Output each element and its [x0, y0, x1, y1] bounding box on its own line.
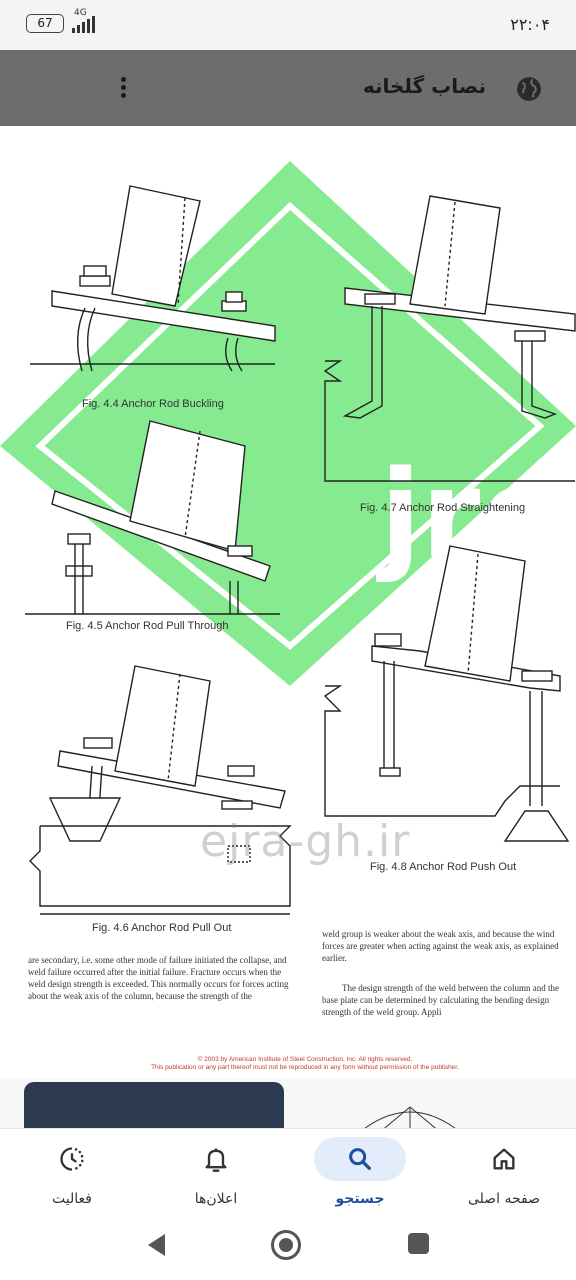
- system-navigation: [0, 1220, 576, 1280]
- status-bar: 67 4G ۲۲:۰۴: [0, 0, 576, 50]
- figure-drawing: jrd: [0, 161, 576, 915]
- paragraph-left: are secondary, i.e. some other mode of f…: [28, 955, 289, 1001]
- page-title: نصاب گلخانه: [362, 74, 486, 98]
- nav-search-label: جستجو: [335, 1191, 385, 1207]
- search-icon: [349, 1148, 371, 1170]
- related-images-strip[interactable]: [0, 1078, 576, 1128]
- nav-notifications[interactable]: اعلان‌ها: [144, 1129, 288, 1221]
- system-home-icon[interactable]: [271, 1230, 301, 1260]
- related-image-sketch[interactable]: [350, 1102, 470, 1128]
- paragraph-right-2: The design strength of the weld between …: [322, 983, 559, 1017]
- home-icon: [493, 1148, 515, 1170]
- status-indicators: 67 4G: [26, 8, 95, 33]
- document-page[interactable]: jrd: [0, 126, 576, 1078]
- nav-activity[interactable]: فعالیت: [0, 1129, 144, 1221]
- nav-search[interactable]: جستجو: [288, 1129, 432, 1221]
- watermark-logo: jrd: [0, 161, 576, 686]
- activity-icon: [60, 1147, 84, 1171]
- caption-fig-4-6: Fig. 4.6 Anchor Rod Pull Out: [92, 922, 232, 934]
- caption-fig-4-4: Fig. 4.4 Anchor Rod Buckling: [82, 398, 224, 410]
- caption-fig-4-8: Fig. 4.8 Anchor Rod Push Out: [370, 861, 517, 873]
- paragraph-right-1: weld group is weaker about the weak axis…: [322, 929, 559, 963]
- copyright-line-1: © 2003 by American Institute of Steel Co…: [197, 1056, 413, 1063]
- watermark-text: ejra-gh.ir: [200, 816, 411, 867]
- copyright-line-2: This publication or any part thereof mus…: [151, 1064, 459, 1071]
- globe-icon[interactable]: [516, 76, 542, 102]
- bottom-navigation: صفحه اصلی جستجو اعلان‌ها: [0, 1128, 576, 1220]
- back-icon[interactable]: [145, 1232, 169, 1258]
- caption-fig-4-5: Fig. 4.5 Anchor Rod Pull Through: [66, 620, 229, 632]
- nav-home-label: صفحه اصلی: [467, 1191, 541, 1207]
- network-type: 4G: [74, 7, 87, 18]
- copyright-notice: © 2003 by American Institute of Steel Co…: [100, 1056, 510, 1072]
- nav-home[interactable]: صفحه اصلی: [432, 1129, 576, 1221]
- battery-indicator: 67: [26, 14, 64, 33]
- recents-icon[interactable]: [408, 1233, 429, 1254]
- related-image-thumbnail[interactable]: [24, 1082, 284, 1128]
- caption-fig-4-7: Fig. 4.7 Anchor Rod Straightening: [360, 502, 526, 514]
- nav-notifications-label: اعلان‌ها: [194, 1191, 238, 1207]
- app-bar: نصاب گلخانه: [0, 50, 576, 126]
- more-vert-icon[interactable]: [110, 74, 136, 104]
- status-clock: ۲۲:۰۴: [510, 15, 550, 34]
- nav-activity-label: فعالیت: [52, 1191, 92, 1207]
- signal-icon: 4G: [72, 8, 95, 33]
- bell-icon: [205, 1148, 227, 1172]
